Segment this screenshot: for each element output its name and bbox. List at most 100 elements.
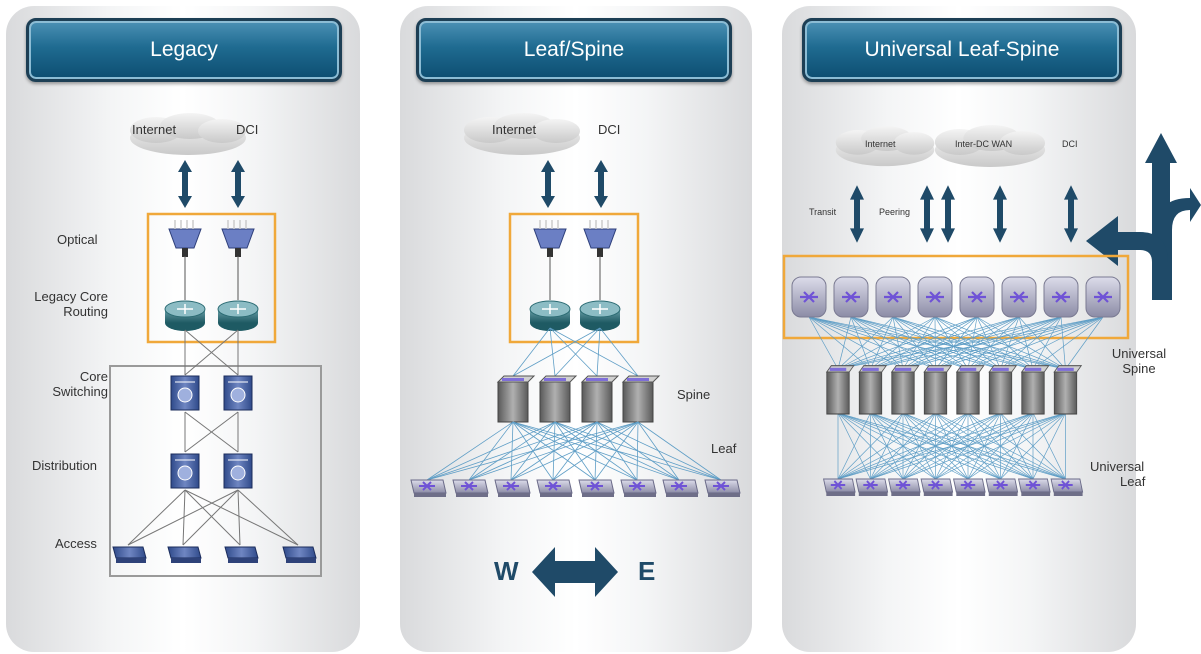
universal-leaf-switch-icon (1017, 478, 1052, 497)
distribution-switch-icon (223, 453, 253, 489)
dci-label: DCI (1062, 139, 1078, 149)
universal-spine-switch-icon (1084, 275, 1122, 319)
universal-spine-chassis-icon (1053, 365, 1082, 415)
leaf-switch-icon (452, 479, 489, 498)
universal-spine-line2: Spine (1122, 360, 1156, 376)
universal-leaf-switch-icon (822, 478, 857, 497)
universal-spine-switch-icon (832, 275, 870, 319)
spine-switch-icon (622, 375, 660, 423)
spine-switch-icon (581, 375, 619, 423)
core-highlight-box (146, 212, 277, 344)
legacy-core-line2: Routing (63, 303, 108, 319)
fork-arrow-icon (1086, 133, 1201, 300)
universal-leaf-switch-icon (952, 478, 987, 497)
universal-spine-chassis-icon (858, 365, 887, 415)
updown-arrow-icon (178, 160, 192, 208)
universal-spine-switch-icon (874, 275, 912, 319)
optical-icon (168, 219, 202, 258)
leaf-spine-panel (400, 6, 752, 652)
universal-leaf-switch-icon (985, 478, 1019, 497)
universal-leaf-switch-icon (985, 478, 1019, 497)
spine-label: Spine (677, 387, 711, 402)
universal-spine-switch-icon (1042, 275, 1080, 319)
spine-switch-icon (497, 375, 535, 423)
universal-leaf-switch-icon (1050, 478, 1084, 497)
universal-leaf-switch-icon (1050, 478, 1084, 497)
leaf-switch-icon (620, 479, 657, 498)
distribution-switch-icon (170, 453, 200, 489)
east-label: E (638, 556, 656, 586)
universal-spine-chassis-icon (923, 365, 952, 415)
east-west-arrow-icon (532, 547, 618, 597)
universal-upper-links (808, 316, 1104, 370)
router-icon (164, 300, 206, 332)
universal-spine-chassis-icon (1021, 365, 1050, 415)
core-switch-icon (170, 375, 200, 411)
switching-box (109, 365, 322, 577)
peering-arrow-icon (920, 185, 934, 243)
updown-arrow-icon (231, 160, 245, 208)
internet-label: Internet (132, 122, 177, 137)
universal-spine-chassis-icon (956, 365, 985, 415)
leaf-label: Leaf (711, 441, 737, 456)
universal-leaf-switch-icon (855, 478, 889, 497)
legacy-title: Legacy (26, 18, 342, 82)
dci-label: DCI (236, 122, 259, 137)
spine-router-links (512, 327, 639, 377)
universal-leaf-switch-icon (920, 478, 954, 497)
universal-leaf-switch-icon (952, 478, 987, 497)
core-switching-label: Core Switching (18, 369, 108, 400)
access-switch-icon (282, 546, 317, 564)
legacy-core-routing-label: Legacy Core Routing (18, 289, 108, 320)
universal-spine-chassis-icon (1021, 365, 1050, 415)
universal-spine-chassis-icon (826, 365, 855, 415)
transit-arrow-icon (850, 185, 864, 243)
universal-spine-switch-icon (1000, 275, 1038, 319)
universal-spine-chassis-icon (858, 365, 887, 415)
transit-label: Transit (809, 207, 837, 217)
universal-leaf-switch-icon (1017, 478, 1052, 497)
leaf-spine-title: Leaf/Spine (416, 18, 732, 82)
universal-leaf-line2: Leaf (1120, 473, 1146, 489)
universal-spine-switch-icon (790, 275, 828, 319)
core-switch-icon (223, 375, 253, 411)
leaf-switch-icon (662, 479, 699, 498)
universal-spine-chassis-icon (956, 365, 985, 415)
router-icon (579, 300, 621, 332)
leaf-switch-icon (494, 479, 531, 498)
universal-leaf-switch-icon (887, 478, 922, 497)
universal-spine-chassis-icon (826, 365, 855, 415)
universal-leaf-switch-icon (887, 478, 922, 497)
router-icon (529, 300, 571, 332)
universal-spine-label: Universal Spine (1103, 346, 1175, 377)
dci-label: DCI (598, 122, 621, 137)
leaf-switch-icon (536, 479, 573, 498)
peering-arrow-icon (941, 185, 955, 243)
peering-label: Peering (879, 207, 911, 217)
universal-spine-switch-icon (916, 275, 954, 319)
universal-spine-switch-icon (958, 275, 996, 319)
access-label: Access (55, 536, 97, 551)
universal-spine-chassis-icon (891, 365, 920, 415)
access-switch-icon (112, 546, 147, 564)
universal-title: Universal Leaf-Spine (802, 18, 1122, 82)
universal-leaf-switch-icon (822, 478, 857, 497)
internet-label: Internet (492, 122, 537, 137)
universal-spine-chassis-icon (923, 365, 952, 415)
optical-icon (533, 219, 567, 258)
access-switch-icon (167, 546, 202, 564)
dci-arrow-icon (1064, 185, 1078, 243)
core-line2: Switching (52, 383, 108, 399)
spine-switch-icon (539, 375, 577, 423)
legacy-core-line1: Legacy Core (34, 289, 108, 304)
updown-arrow-icon (594, 160, 608, 208)
optical-icon (583, 219, 617, 258)
universal-panel (782, 6, 1136, 652)
universal-leaf-switch-icon (855, 478, 889, 497)
leaf-spine-links (426, 421, 722, 481)
leaf-switch-icon (410, 479, 447, 498)
universal-spine-chassis-icon (1053, 365, 1082, 415)
universal-leaf-switch-icon (920, 478, 954, 497)
wan-arrow-icon (993, 185, 1007, 243)
